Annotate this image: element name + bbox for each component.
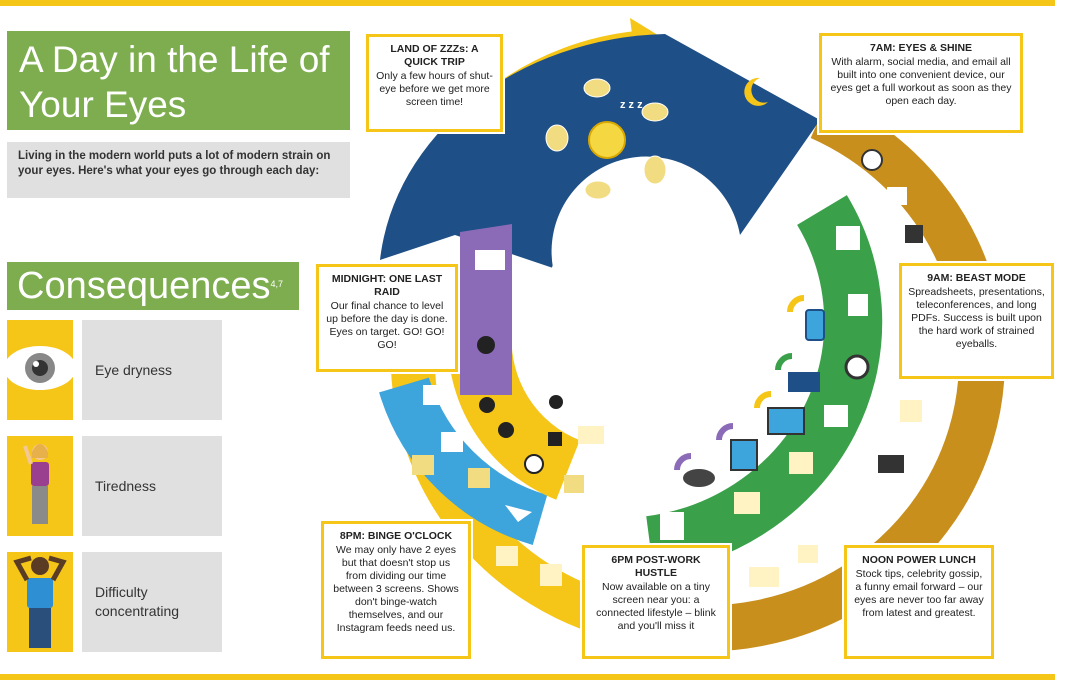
callout-zzz: LAND OF ZZZs: A QUICK TRIP Only a few ho… (366, 34, 503, 132)
airplane-icon (505, 505, 532, 522)
tv-icon (412, 455, 434, 475)
instagram-icon (441, 432, 463, 452)
callout-binge-heading: 8PM: BINGE O'CLOCK (339, 530, 453, 542)
checkered-flag-icon (475, 250, 505, 270)
coffee-cup-icon (549, 395, 563, 409)
chart-doc-icon (900, 400, 922, 422)
envelope-icon (798, 545, 818, 563)
consequences-title: Consequences (17, 265, 271, 307)
callout-noon-body: Stock tips, celebrity gossip, a funny em… (854, 568, 984, 619)
sheep-icons (545, 78, 669, 200)
folder-download-icon (734, 492, 760, 514)
social-media-icon (887, 187, 907, 205)
email-icon (468, 468, 490, 488)
wifi-arc-icon (787, 295, 805, 313)
consequence-label-1: Eye dryness (82, 320, 222, 420)
callout-morning-body: With alarm, social media, and email all … (830, 56, 1012, 107)
callout-beast: 9AM: BEAST MODE Spreadsheets, presentati… (899, 263, 1054, 379)
intro-text: Living in the modern world puts a lot of… (7, 142, 350, 198)
eye-icon (7, 320, 73, 420)
monitor-icon (767, 407, 805, 435)
callout-noon-heading: NOON POWER LUNCH (862, 554, 976, 566)
callout-postwork-body: Now available on a tiny screen near you:… (596, 581, 716, 632)
gamepad-icon (683, 469, 715, 487)
callout-morning: 7AM: EYES & SHINE With alarm, social med… (819, 33, 1023, 133)
callout-midnight-heading: MIDNIGHT: ONE LAST RAID (331, 273, 443, 298)
spreadsheet-icon (836, 226, 860, 250)
consequences-heading: Consequences4,7 (7, 262, 299, 310)
shopping-cart-icon (423, 385, 445, 405)
alarm-clock-icon (861, 149, 883, 171)
zzz-icon: z z z (620, 99, 643, 111)
callout-beast-heading: 9AM: BEAST MODE (927, 272, 1026, 284)
callout-zzz-heading: LAND OF ZZZs: A QUICK TRIP (390, 43, 479, 68)
egg-icon (524, 454, 544, 474)
person-icon (479, 397, 495, 413)
tired-woman-icon (7, 436, 73, 536)
laptop-icon (788, 372, 820, 392)
bottom-rule (0, 674, 1055, 680)
tablet-icon (730, 439, 758, 471)
callout-midnight-body: Our final chance to level up before the … (326, 300, 448, 351)
callout-morning-heading: 7AM: EYES & SHINE (869, 42, 973, 54)
music-note-icon (578, 426, 604, 444)
smartphone-icon (805, 309, 825, 341)
callout-noon: NOON POWER LUNCH Stock tips, celebrity g… (844, 545, 994, 659)
callout-postwork: 6PM POST-WORK HUSTLE Now available on a … (582, 545, 730, 659)
callout-binge: 8PM: BINGE O'CLOCK We may only have 2 ey… (321, 521, 471, 659)
bag-icon (496, 546, 518, 566)
heart-icon (498, 422, 514, 438)
moon-icon (744, 77, 768, 106)
soldier-icon (477, 336, 495, 354)
wifi-arc-icon-4 (716, 423, 734, 441)
meeting-icon (878, 455, 904, 473)
midnight-segment-purple (460, 224, 512, 395)
presentation-icon (848, 294, 868, 316)
social-media-icon-f (905, 225, 923, 243)
map-icon (540, 564, 562, 586)
sleeping-sun-icon (588, 121, 626, 159)
webcam-icon (844, 354, 870, 380)
lipstick-icon (548, 432, 562, 446)
wifi-arc-icon-3 (754, 391, 772, 409)
callout-postwork-heading: 6PM POST-WORK HUSTLE (611, 554, 701, 579)
wheel-center (544, 210, 736, 400)
pdf-doc-icon (824, 405, 848, 427)
consequence-label-3: Difficulty concentrating (82, 552, 222, 652)
callout-zzz-body: Only a few hours of shut-eye before we g… (376, 70, 493, 108)
callout-binge-body: We may only have 2 eyes but that doesn't… (333, 544, 459, 634)
document-icon (789, 452, 813, 474)
callout-beast-body: Spreadsheets, presentations, teleconfere… (908, 286, 1045, 350)
stressed-man-icon (7, 552, 73, 652)
top-rule (0, 0, 1055, 6)
coffee-icon (564, 475, 584, 493)
consequence-label-2: Tiredness (82, 436, 222, 536)
wifi-arc-icon-2 (775, 353, 793, 371)
page-title: A Day in the Life of Your Eyes (7, 31, 350, 130)
wifi-arc-icon-5 (674, 453, 692, 471)
credit-card-icon (749, 567, 779, 587)
callout-midnight: MIDNIGHT: ONE LAST RAID Our final chance… (316, 264, 458, 372)
footnote-ref: 4,7 (270, 279, 284, 289)
papers-icon (660, 512, 684, 540)
outer-ring-gold (663, 95, 1005, 652)
